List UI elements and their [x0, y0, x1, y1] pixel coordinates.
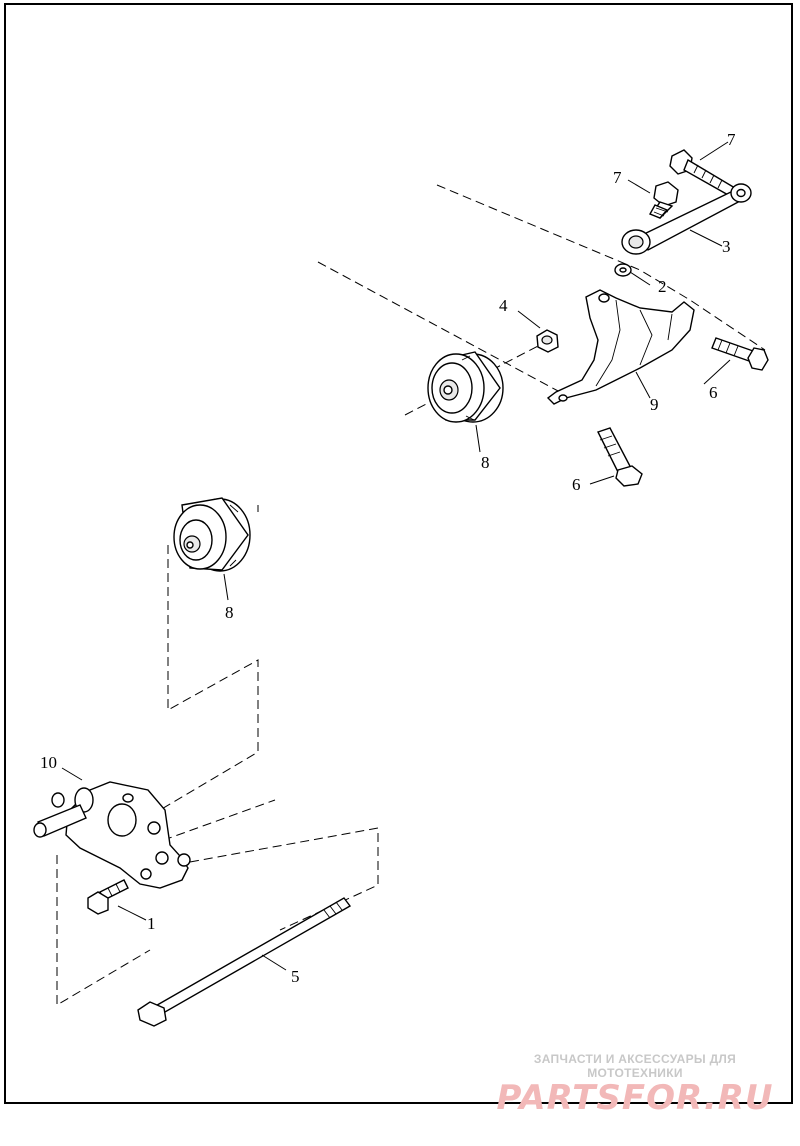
watermark-logo: PARTSFOR.RU [496, 1078, 774, 1118]
watermark-tagline: ЗАПЧАСТИ И АКСЕССУАРЫ ДЛЯ МОТОТЕХНИКИ [533, 1052, 737, 1080]
callout-7-upper: 7 [727, 130, 736, 149]
callout-4: 4 [499, 296, 508, 315]
bolt-part-7-lower [649, 181, 679, 219]
callout-5: 5 [291, 967, 300, 986]
callout-leaders [61, 141, 731, 971]
watermark: ЗАПЧАСТИ И АКСЕССУАРЫ ДЛЯ МОТОТЕХНИКИ PA… [485, 1052, 785, 1118]
diagram-frame [4, 3, 793, 1104]
through-bolt-part-5 [137, 897, 352, 1027]
callout-8-upper: 8 [481, 453, 490, 472]
callout-6-lower: 6 [572, 475, 581, 494]
bolt-part-6-right [711, 337, 769, 371]
callout-1: 1 [147, 914, 156, 933]
nut-part-4 [536, 329, 559, 353]
callout-9: 9 [650, 395, 659, 414]
bracket-part-9 [546, 289, 695, 405]
bolt-part-1 [87, 879, 129, 915]
link-rod-part-3 [621, 183, 752, 255]
callout-3: 3 [722, 237, 731, 256]
bolt-part-6-lower [597, 427, 643, 487]
callout-10: 10 [40, 753, 57, 772]
rubber-mount-part-8-upper [427, 351, 504, 423]
bolt-part-7-upper [669, 149, 736, 197]
rubber-mount-part-8-left [173, 497, 251, 572]
callout-8-left: 8 [225, 603, 234, 622]
callout-7-lower: 7 [613, 168, 622, 187]
callout-6-right: 6 [709, 383, 718, 402]
washer-part-2 [614, 263, 632, 277]
callout-numbers: 7 7 3 2 4 9 6 6 8 8 10 1 5 [40, 130, 736, 986]
mount-plate-part-10 [33, 781, 191, 889]
callout-2: 2 [658, 277, 667, 296]
